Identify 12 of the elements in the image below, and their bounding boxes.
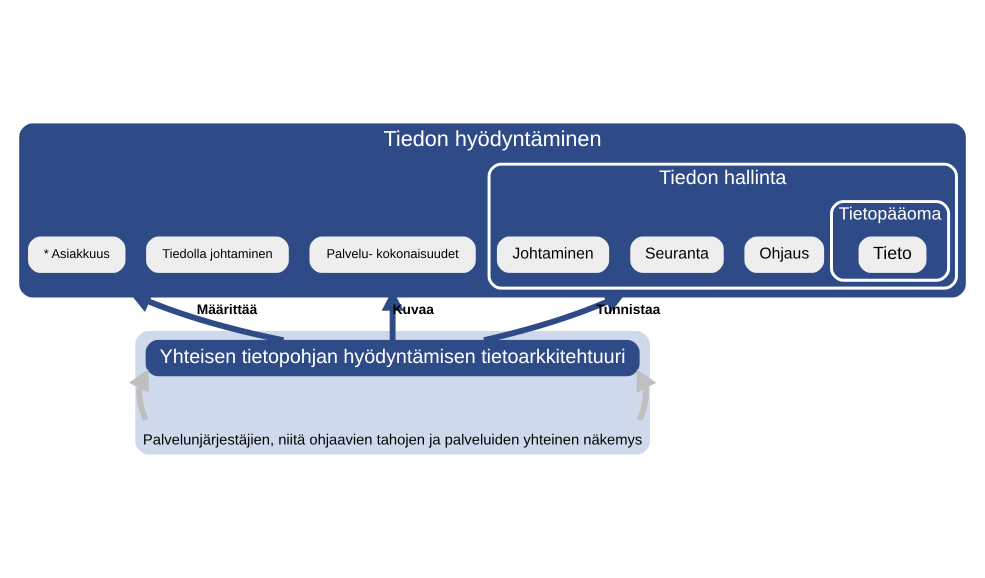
edge-label: Tunnistaa: [596, 302, 660, 317]
node-box: Palvelu- kokonaisuudet: [309, 236, 476, 273]
node-box: Seuranta: [630, 236, 724, 273]
node-box: Ohjaus: [744, 236, 824, 273]
edge-label: Määrittää: [196, 302, 258, 317]
node-box: Tiedolla johtaminen: [146, 236, 289, 273]
arrow: [129, 369, 149, 422]
arrow: [636, 369, 656, 422]
node-box: * Asiakkuus: [28, 236, 126, 273]
node-box: Johtaminen: [496, 236, 610, 273]
node-box: Tieto: [858, 236, 926, 273]
node-box: Yhteisen tietopohjan hyödyntämisen tietoarkkitehtuuri: [146, 340, 640, 376]
